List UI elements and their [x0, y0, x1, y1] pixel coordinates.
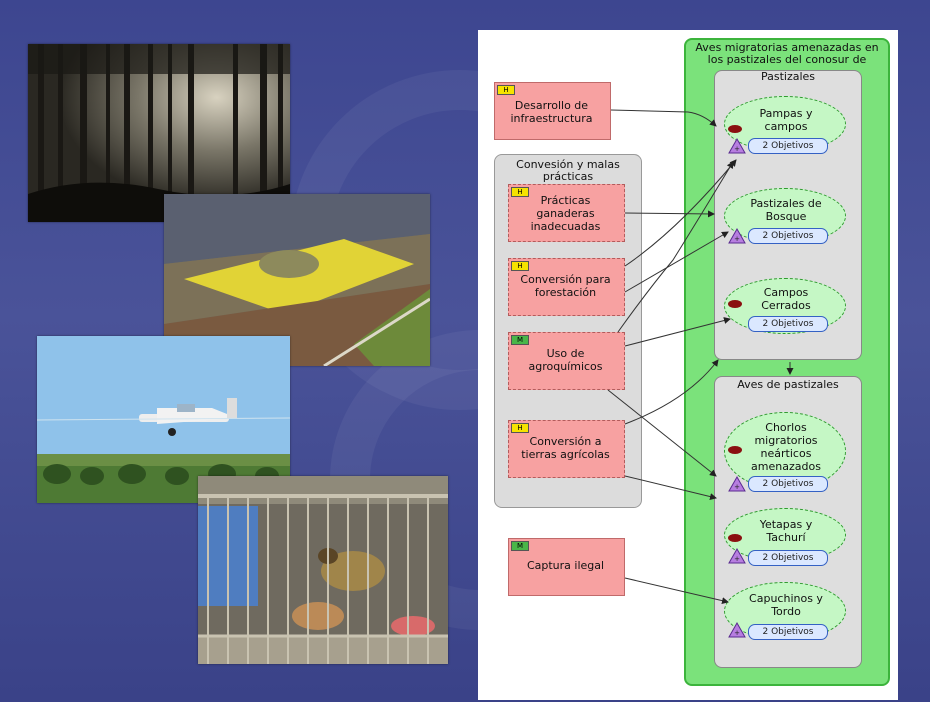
objectives-badge[interactable]: 2 Objetivos	[748, 476, 828, 492]
viability-indicator-icon	[728, 125, 742, 133]
viability-indicator-icon	[728, 534, 742, 542]
strategy-triangle-icon: +	[728, 622, 746, 638]
caged-birds-photo	[198, 476, 448, 664]
target-label: Capuchinos y Tordo	[749, 592, 823, 618]
objectives-badge[interactable]: 2 Objetivos	[748, 228, 828, 244]
target-label: Yetapas y Tachurí	[759, 518, 813, 544]
threat-rank-badge: H	[497, 85, 515, 95]
conceptual-model-diagram: Aves migratorias amenazadas en los pasti…	[478, 30, 898, 700]
target-campos-cerrados[interactable]: Campos Cerrados	[724, 278, 846, 334]
aves-group-title: Aves de pastizales	[737, 378, 839, 391]
threat-label: Conversión a tierras agrícolas	[521, 435, 610, 461]
target-label: Chorlos migratorios neárticos amenazados	[751, 421, 821, 473]
threat-conversion-forestacion[interactable]: H Conversión para forestación	[508, 258, 625, 316]
svg-text:+: +	[734, 555, 740, 563]
threat-rank-badge: M	[511, 541, 529, 551]
strategy-triangle-icon: +	[728, 548, 746, 564]
strategy-triangle-icon: +	[728, 228, 746, 244]
svg-text:+: +	[734, 235, 740, 243]
threat-captura-ilegal[interactable]: M Captura ilegal	[508, 538, 625, 596]
threat-group-title: Convesión y malas prácticas	[516, 158, 620, 183]
objectives-badge[interactable]: 2 Objetivos	[748, 316, 828, 332]
threat-rank-badge: H	[511, 261, 529, 271]
crop-duster-plane-photo	[37, 336, 290, 503]
target-label: Pampas y campos	[759, 107, 813, 133]
pine-forest-photo	[28, 44, 290, 222]
svg-text:+: +	[734, 483, 740, 491]
target-label: Pastizales de Bosque	[750, 197, 822, 223]
svg-text:+: +	[734, 145, 740, 153]
threat-practicas-ganaderas[interactable]: H Prácticas ganaderas inadecuadas	[508, 184, 625, 242]
target-scope-title: Aves migratorias amenazadas en los pasti…	[695, 41, 879, 66]
svg-text:+: +	[734, 629, 740, 637]
threat-rank-badge: M	[511, 335, 529, 345]
threat-uso-agroquimicos[interactable]: M Uso de agroquímicos	[508, 332, 625, 390]
objectives-badge[interactable]: 2 Objetivos	[748, 550, 828, 566]
aerial-farmland-photo	[164, 194, 430, 366]
objectives-badge[interactable]: 2 Objetivos	[748, 624, 828, 640]
viability-indicator-icon	[728, 446, 742, 454]
threat-rank-badge: H	[511, 423, 529, 433]
threat-conversion-agricolas[interactable]: H Conversión a tierras agrícolas	[508, 420, 625, 478]
strategy-triangle-icon: +	[728, 138, 746, 154]
threat-label: Prácticas ganaderas inadecuadas	[530, 194, 601, 233]
threat-desarrollo-infraestructura[interactable]: H Desarrollo de infraestructura	[494, 82, 611, 140]
threat-label: Conversión para forestación	[520, 273, 611, 299]
threat-label: Uso de agroquímicos	[528, 347, 603, 373]
threat-label: Captura ilegal	[526, 559, 605, 572]
pastizales-group-title: Pastizales	[760, 70, 816, 83]
threat-label: Desarrollo de infraestructura	[510, 99, 593, 125]
threat-rank-badge: H	[511, 187, 529, 197]
viability-indicator-icon	[728, 300, 742, 308]
target-label: Campos Cerrados	[761, 286, 811, 312]
strategy-triangle-icon: +	[728, 476, 746, 492]
objectives-badge[interactable]: 2 Objetivos	[748, 138, 828, 154]
